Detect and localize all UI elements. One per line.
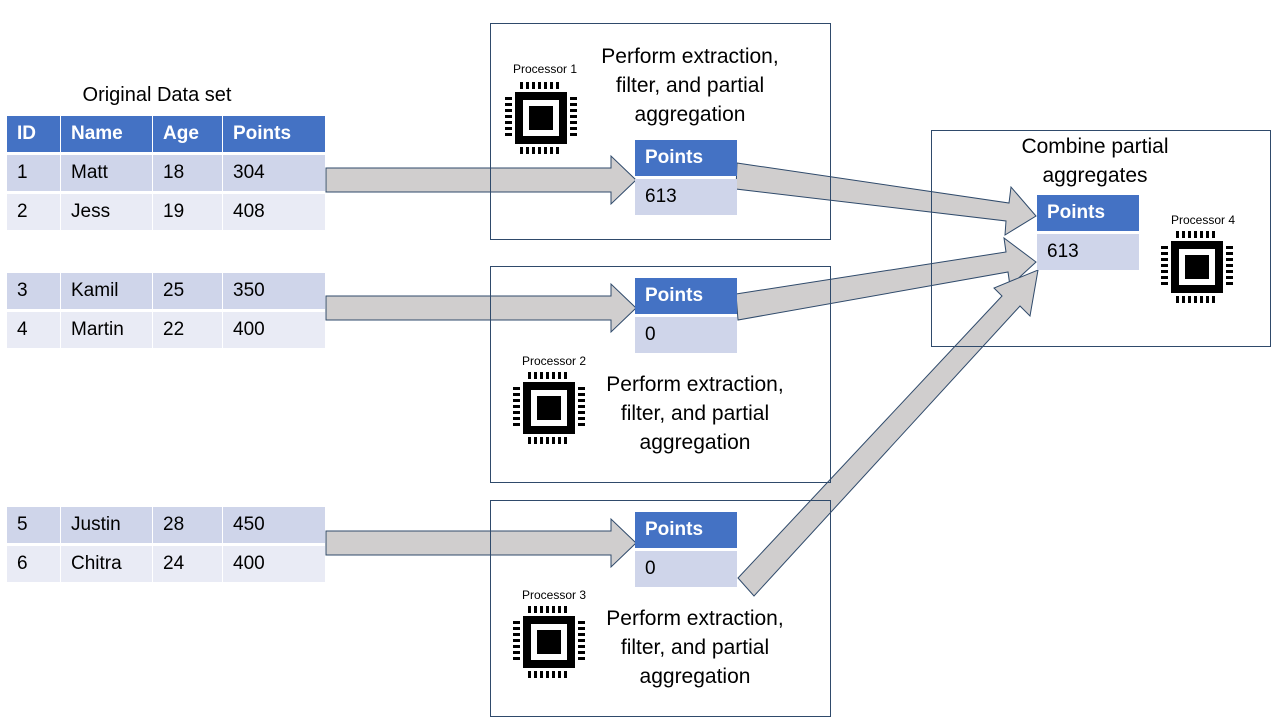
- table-cell-age: 18: [153, 155, 222, 191]
- table-cell-points: 400: [223, 546, 325, 582]
- combiner-caption: Combine partial aggregates: [990, 132, 1200, 190]
- combiner-caption-line1: Combine partial: [1021, 135, 1169, 158]
- table-cell-id: 3: [7, 273, 60, 309]
- processor1-label: Processor 1: [512, 62, 578, 76]
- combiner-caption-line2: aggregates: [1042, 164, 1148, 187]
- table-cell-name: Martin: [61, 312, 152, 348]
- table-cell-name: Chitra: [61, 546, 152, 582]
- table-cell-name: Kamil: [61, 273, 152, 309]
- table-cell-id: 4: [7, 312, 60, 348]
- arrow-group3-to-processor3: [325, 517, 637, 569]
- table-cell-age: 24: [153, 546, 222, 582]
- processor3-chip-icon: [511, 604, 587, 685]
- processor2-chip-icon: [511, 370, 587, 451]
- combiner-points-header: Points: [1037, 195, 1139, 231]
- table-cell-id: 6: [7, 546, 60, 582]
- table-cell-name: Jess: [61, 194, 152, 230]
- table-header-points: Points: [223, 116, 325, 152]
- processor1-box: [490, 23, 831, 240]
- combiner-label: Processor 4: [1170, 213, 1236, 227]
- processor3-caption-line3: aggregation: [639, 665, 751, 688]
- processor1-points-value: 613: [635, 179, 737, 215]
- table-cell-points: 350: [223, 273, 325, 309]
- combiner-points-value: 613: [1037, 234, 1139, 270]
- arrow-processor2-to-combiner: [735, 236, 1037, 321]
- processor1-chip-icon: [503, 80, 579, 161]
- table-cell-age: 28: [153, 507, 222, 543]
- processor3-box: [490, 500, 831, 717]
- processor2-points-header: Points: [635, 278, 737, 314]
- processor1-caption-line3: aggregation: [634, 103, 746, 126]
- dataset-title: Original Data set: [82, 84, 232, 106]
- processor3-caption-line1: Perform extraction,: [606, 607, 784, 630]
- table-cell-points: 408: [223, 194, 325, 230]
- table-cell-points: 304: [223, 155, 325, 191]
- table-cell-age: 22: [153, 312, 222, 348]
- processor1-caption-line2: filter, and partial: [615, 74, 765, 97]
- processor2-points-value: 0: [635, 317, 737, 353]
- processor3-points-value: 0: [635, 551, 737, 587]
- table-header-id: ID: [7, 116, 60, 152]
- arrow-group1-to-processor1: [325, 154, 637, 206]
- processor2-label: Processor 2: [521, 354, 587, 368]
- table-header-age: Age: [153, 116, 222, 152]
- table-cell-name: Justin: [61, 507, 152, 543]
- processor2-caption-line3: aggregation: [639, 431, 751, 454]
- processor4-chip-icon: [1159, 229, 1235, 310]
- table-header-name: Name: [61, 116, 152, 152]
- arrow-group2-to-processor2: [325, 282, 637, 334]
- table-cell-points: 450: [223, 507, 325, 543]
- processor1-caption: Perform extraction, filter, and partial …: [585, 42, 795, 129]
- processor3-points-header: Points: [635, 512, 737, 548]
- table-cell-id: 1: [7, 155, 60, 191]
- processor2-caption-line2: filter, and partial: [620, 402, 770, 425]
- combiner-box: [931, 130, 1271, 347]
- arrow-processor1-to-combiner: [735, 162, 1037, 236]
- table-cell-age: 19: [153, 194, 222, 230]
- table-cell-name: Matt: [61, 155, 152, 191]
- processor3-caption-line2: filter, and partial: [620, 636, 770, 659]
- processor2-caption: Perform extraction, filter, and partial …: [590, 370, 800, 457]
- table-cell-points: 400: [223, 312, 325, 348]
- processor1-caption-line1: Perform extraction,: [601, 45, 779, 68]
- processor2-caption-line1: Perform extraction,: [606, 373, 784, 396]
- processor3-label: Processor 3: [521, 588, 587, 602]
- table-cell-id: 2: [7, 194, 60, 230]
- processor3-caption: Perform extraction, filter, and partial …: [590, 604, 800, 691]
- arrow-processor3-to-combiner: [737, 269, 1039, 597]
- processor2-box: [490, 266, 831, 483]
- processor1-points-header: Points: [635, 140, 737, 176]
- table-cell-age: 25: [153, 273, 222, 309]
- table-cell-id: 5: [7, 507, 60, 543]
